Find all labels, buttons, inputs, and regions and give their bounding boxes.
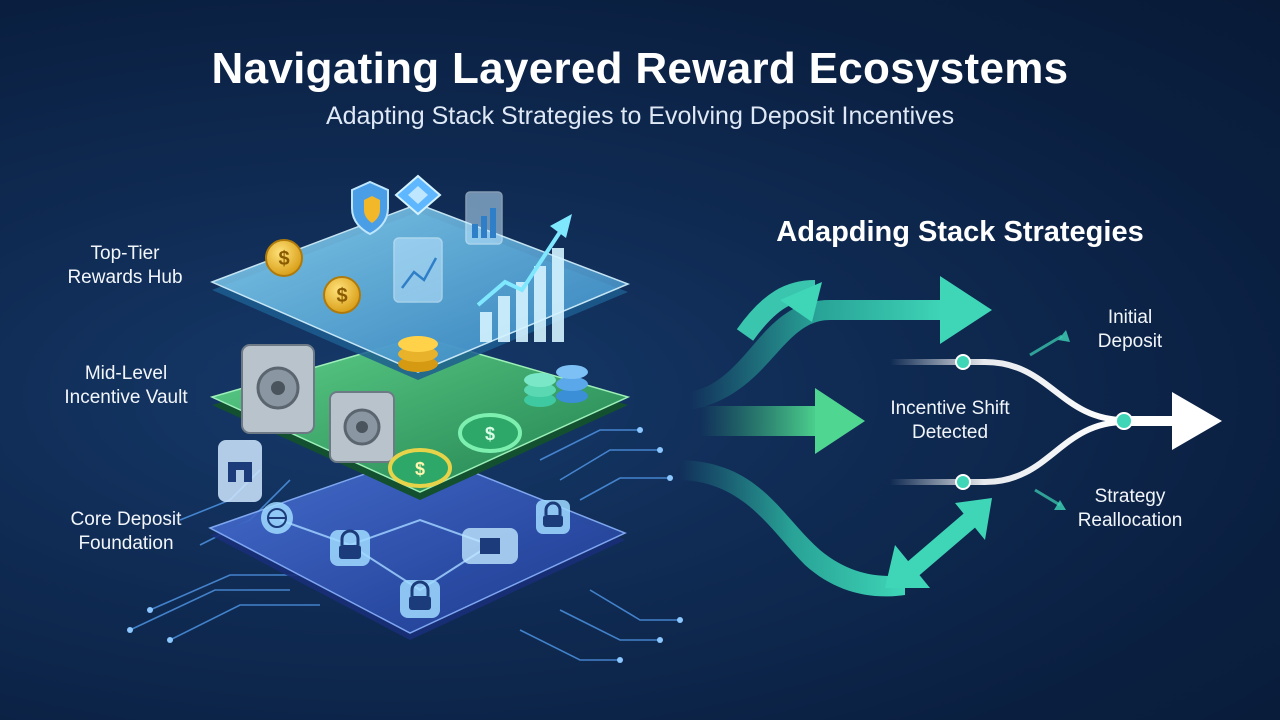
reallocation-node xyxy=(955,474,971,490)
growth-chart-icon xyxy=(476,214,572,342)
lock-icon xyxy=(400,580,440,618)
initial-deposit-label: Initial Deposit xyxy=(1097,307,1163,352)
svg-text:$: $ xyxy=(485,424,495,444)
initial-deposit-node xyxy=(955,354,971,370)
chart-card-icon xyxy=(465,191,503,245)
coin-stack-icon xyxy=(398,336,438,372)
lock-icon xyxy=(330,529,370,566)
coin-ring-icon: $ xyxy=(458,413,522,453)
page-subtitle: Adapting Stack Strategies to Evolving De… xyxy=(325,102,955,130)
merge-node xyxy=(1115,412,1133,430)
lower-teal-arrow xyxy=(680,460,992,597)
strategy-flow-lines xyxy=(890,330,1222,510)
incentive-shift-label: Incentive Shift Detected xyxy=(890,398,1010,443)
network-globe-icon xyxy=(261,502,293,534)
strategy-reallocation-label: Strategy Reallocation xyxy=(1077,486,1183,531)
page-title: Navigating Layered Reward Ecosystems xyxy=(211,44,1069,93)
coin-ring-icon: $ xyxy=(388,448,452,488)
chip-icon xyxy=(462,528,518,564)
upper-teal-arrow xyxy=(690,276,992,410)
mid-level-label: Mid-Level Incentive Vault xyxy=(64,363,188,408)
lock-icon xyxy=(536,500,570,534)
coin-stack-icon xyxy=(524,365,588,407)
flow-title: Adapding Stack Strategies xyxy=(776,216,1144,248)
blockchain-app-icon xyxy=(218,440,262,502)
diamond-icon xyxy=(394,174,442,216)
vault-safe-icon xyxy=(241,344,315,434)
middle-green-arrow xyxy=(700,388,865,454)
top-tier-label: Top-Tier Rewards Hub xyxy=(67,243,183,288)
svg-text:$: $ xyxy=(336,285,347,307)
shield-icon xyxy=(351,180,389,236)
vault-safe-icon xyxy=(329,391,395,463)
circuit-nodes xyxy=(127,427,683,663)
core-deposit-label: Core Deposit Foundation xyxy=(70,509,182,554)
coin-icon: $ xyxy=(265,239,303,277)
svg-text:$: $ xyxy=(415,459,425,479)
coin-icon: $ xyxy=(323,276,361,314)
svg-text:$: $ xyxy=(278,248,289,270)
chart-card-icon xyxy=(393,237,443,303)
